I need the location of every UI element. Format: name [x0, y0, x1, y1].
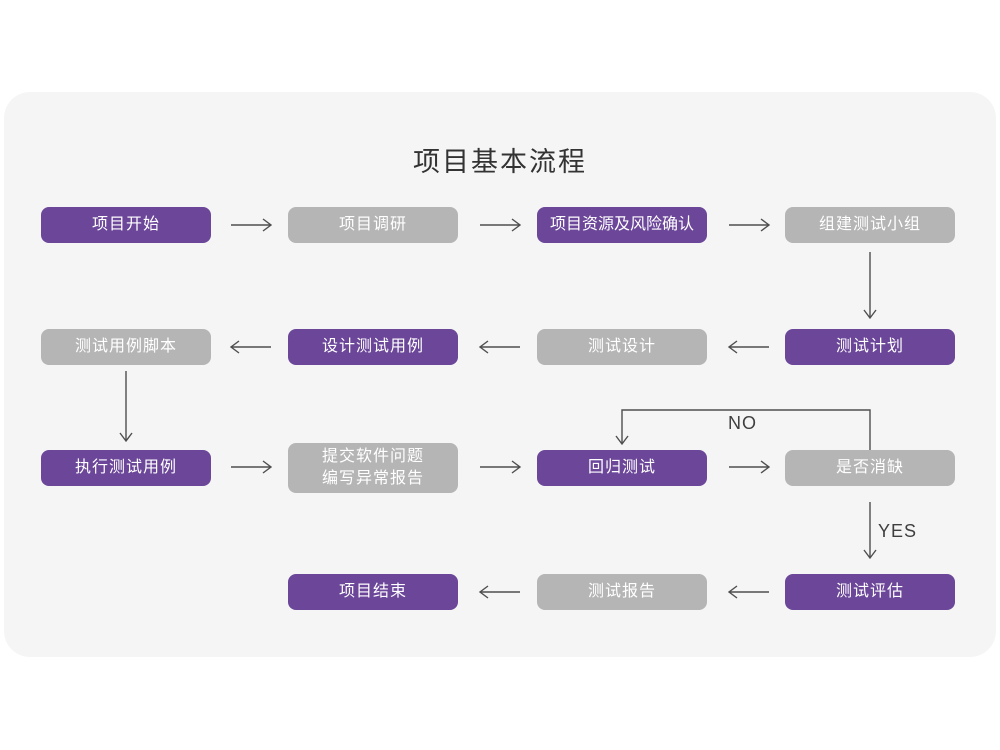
node-label: 测试计划 [835, 338, 904, 355]
flow-node-submit-issue-report: 提交软件问题 编写异常报告 [288, 443, 458, 493]
flow-node-build-test-team: 组建测试小组 [785, 207, 955, 243]
node-label: 项目调研 [338, 216, 407, 233]
edge-label-yes: YES [878, 521, 918, 541]
node-label: 测试用例脚本 [74, 338, 177, 355]
flow-node-execute-test-case: 执行测试用例 [41, 450, 211, 486]
flow-node-test-case-script: 测试用例脚本 [41, 329, 211, 365]
flow-node-project-end: 项目结束 [288, 574, 458, 610]
node-label-line2: 编写异常报告 [321, 470, 424, 487]
flow-node-test-report: 测试报告 [537, 574, 707, 610]
page-title: 项目基本流程 [413, 147, 587, 177]
flow-node-resource-risk: 项目资源及风险确认 [537, 207, 707, 243]
node-label: 组建测试小组 [818, 216, 921, 233]
node-label-line1: 提交软件问题 [321, 448, 424, 465]
node-label: 回归测试 [587, 459, 656, 476]
node-label: 项目资源及风险确认 [549, 216, 694, 233]
node-label: 设计测试用例 [321, 338, 424, 355]
flowchart-card [4, 92, 996, 657]
flow-node-project-research: 项目调研 [288, 207, 458, 243]
node-label: 项目开始 [91, 216, 160, 233]
flow-node-project-start: 项目开始 [41, 207, 211, 243]
flow-node-design-test-case: 设计测试用例 [288, 329, 458, 365]
node-label: 测试设计 [587, 338, 656, 355]
node-label: 项目结束 [338, 583, 407, 600]
flow-node-regression-test: 回归测试 [537, 450, 707, 486]
node-label: 是否消缺 [835, 459, 904, 476]
flow-node-test-evaluation: 测试评估 [785, 574, 955, 610]
node-label: 测试报告 [587, 583, 656, 600]
flow-node-test-design: 测试设计 [537, 329, 707, 365]
flow-node-defect-cleared: 是否消缺 [785, 450, 955, 486]
node-label: 测试评估 [835, 583, 904, 600]
flow-node-test-plan: 测试计划 [785, 329, 955, 365]
node-label: 执行测试用例 [74, 459, 177, 476]
edge-label-no: NO [728, 413, 757, 433]
